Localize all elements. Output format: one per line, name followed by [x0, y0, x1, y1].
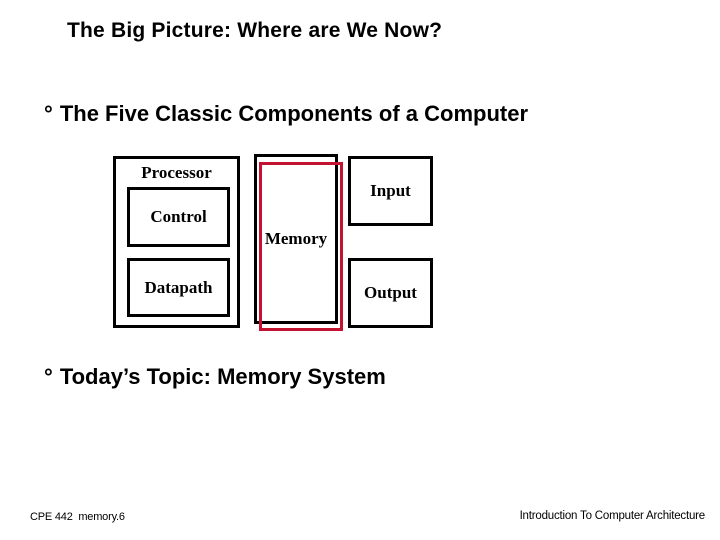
output-label: Output: [364, 283, 417, 302]
footer-course-title: Introduction To Computer Architecture: [519, 510, 706, 522]
processor-box: Processor: [113, 156, 240, 328]
control-box: Control: [127, 187, 230, 247]
memory-highlight-frame: [259, 162, 343, 331]
input-box: Input: [348, 156, 433, 226]
memory-label: Memory: [264, 229, 328, 248]
bullet-five-components-text: The Five Classic Components of a Compute…: [59, 101, 528, 126]
output-box: Output: [348, 258, 433, 328]
processor-label: Processor: [141, 163, 212, 182]
datapath-label: Datapath: [144, 277, 213, 297]
bullet-five-components: °The Five Classic Components of a Comput…: [44, 101, 528, 127]
bullet-todays-topic: °Today’s Topic: Memory System: [44, 364, 386, 390]
bullet-todays-topic-text: Today’s Topic: Memory System: [59, 364, 386, 389]
footer-course-slide-number: CPE 442 memory.6: [30, 511, 125, 523]
slide-title: The Big Picture: Where are We Now?: [67, 19, 443, 42]
control-label: Control: [150, 207, 207, 226]
input-label: Input: [370, 181, 411, 200]
datapath-box: Datapath: [127, 258, 230, 317]
degree-bullet-icon: °: [44, 364, 53, 389]
degree-bullet-icon: °: [44, 101, 53, 126]
memory-box: Memory: [254, 154, 338, 324]
